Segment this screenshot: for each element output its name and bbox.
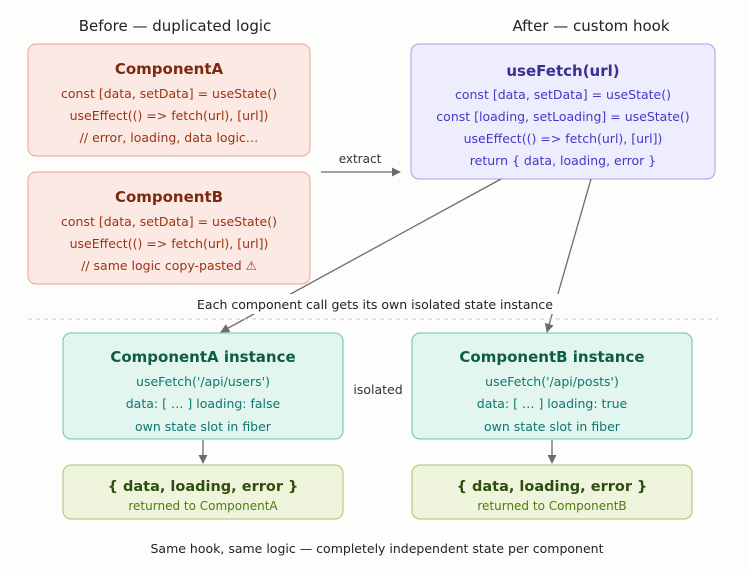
hook-node: useFetch(url) const [data, setData] = us… — [410, 43, 716, 180]
component-a-line: // error, loading, data logic… — [80, 130, 259, 145]
component-a-line: const [data, setData] = useState() — [61, 86, 277, 101]
result-b-box — [411, 464, 693, 520]
hook-line: const [data, setData] = useState() — [455, 87, 671, 102]
result-a-node: { data, loading, error } returned to Com… — [62, 464, 344, 520]
hook-line: useEffect(() => fetch(url), [url]) — [464, 131, 663, 146]
hook-box — [410, 43, 716, 180]
hook-title: useFetch(url) — [506, 62, 619, 80]
instance-b-box — [411, 332, 693, 440]
instance-b-line: useFetch('/api/posts') — [485, 374, 619, 389]
component-b-box — [27, 171, 311, 285]
instance-a-line: data: [ … ] loading: false — [126, 396, 281, 411]
hook-line: const [loading, setLoading] = useState() — [436, 109, 689, 124]
component-a-line: useEffect(() => fetch(url), [url]) — [70, 108, 269, 123]
before-heading: Before — duplicated logic — [79, 17, 272, 35]
component-b-line: const [data, setData] = useState() — [61, 214, 277, 229]
result-a-sub: returned to ComponentA — [128, 499, 278, 513]
isolation-note: Each component call gets its own isolate… — [197, 297, 553, 312]
component-b-line: useEffect(() => fetch(url), [url]) — [70, 236, 269, 251]
instance-a-line: useFetch('/api/users') — [136, 374, 270, 389]
instance-a-title: ComponentA instance — [110, 348, 295, 366]
footer-caption: Same hook, same logic — completely indep… — [150, 541, 603, 556]
result-b-sub: returned to ComponentB — [477, 499, 626, 513]
result-b-title: { data, loading, error } — [457, 479, 648, 495]
component-b-line: // same logic copy-pasted ⚠ — [81, 258, 257, 273]
instance-a-node: ComponentA instance useFetch('/api/users… — [62, 332, 344, 440]
result-a-box — [62, 464, 344, 520]
after-heading: After — custom hook — [512, 17, 669, 35]
component-a-node: ComponentA const [data, setData] = useSt… — [27, 43, 311, 157]
instance-b-line: data: [ … ] loading: true — [477, 396, 628, 411]
component-a-title: ComponentA — [115, 60, 224, 78]
hook-line: return { data, loading, error } — [470, 153, 656, 168]
instance-a-box — [62, 332, 344, 440]
extract-label: extract — [339, 152, 382, 166]
component-b-title: ComponentB — [115, 188, 223, 206]
component-a-box — [27, 43, 311, 157]
component-b-node: ComponentB const [data, setData] = useSt… — [27, 171, 311, 285]
isolation-note-bg — [190, 294, 560, 314]
isolated-label: isolated — [353, 382, 402, 397]
instance-b-node: ComponentB instance useFetch('/api/posts… — [411, 332, 693, 440]
instance-b-line: own state slot in fiber — [484, 419, 621, 434]
instance-a-line: own state slot in fiber — [135, 419, 272, 434]
result-b-node: { data, loading, error } returned to Com… — [411, 464, 693, 520]
result-a-title: { data, loading, error } — [108, 479, 299, 495]
instance-b-title: ComponentB instance — [459, 348, 644, 366]
